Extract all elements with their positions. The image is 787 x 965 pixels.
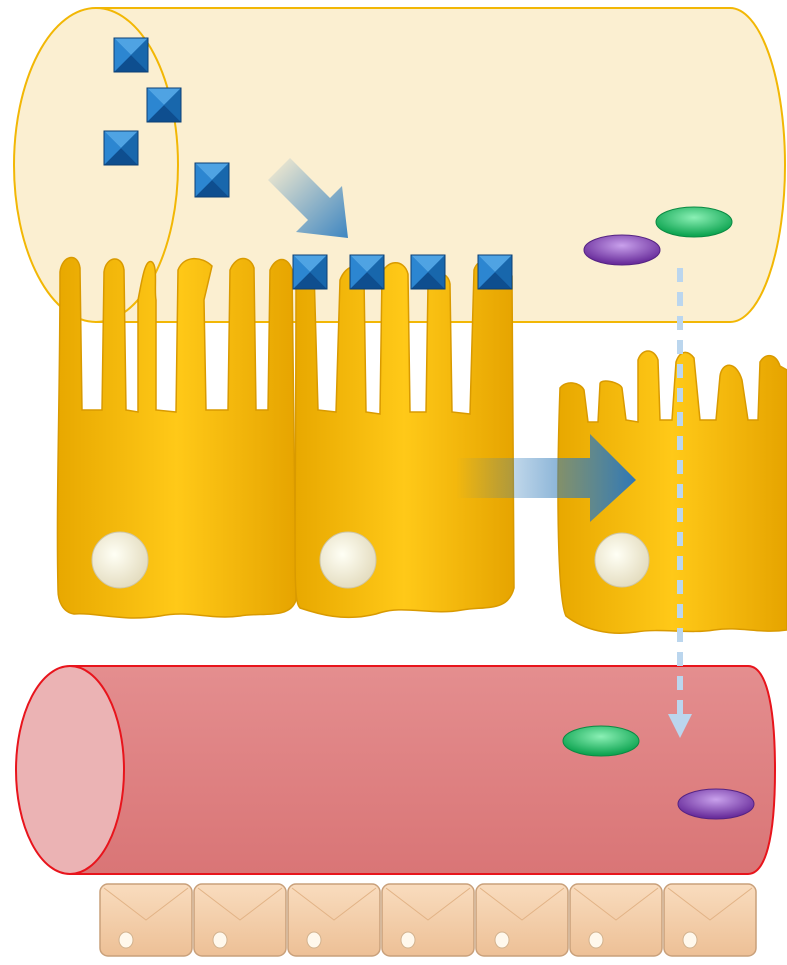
tissue-block [194,884,286,956]
blood-vessel [16,666,775,874]
nucleus [683,932,697,948]
purple-oval-icon [584,235,660,265]
purple-oval-icon [678,789,754,819]
tissue-block [570,884,662,956]
nucleus [589,932,603,948]
green-oval-icon [656,207,732,237]
blue-cube-icon [195,163,229,197]
blue-cube-icon [104,131,138,165]
blue-cube-icon [350,255,384,289]
tissue-block [100,884,192,956]
nucleus [119,932,133,948]
blue-cube-icon [147,88,181,122]
nucleus [401,932,415,948]
blue-cube-icon [411,255,445,289]
nucleus [92,532,148,588]
tissue-block [476,884,568,956]
tissue-block [382,884,474,956]
green-oval-icon [563,726,639,756]
tissue-block [288,884,380,956]
tissue-block-row [100,884,756,956]
nucleus [213,932,227,948]
nucleus [307,932,321,948]
blue-cube-icon [293,255,327,289]
blue-cube-icon [478,255,512,289]
nucleus [595,533,649,587]
blue-cube-icon [114,38,148,72]
nucleus [495,932,509,948]
nucleus [320,532,376,588]
vessel-opening [16,666,124,874]
tissue-block [664,884,756,956]
